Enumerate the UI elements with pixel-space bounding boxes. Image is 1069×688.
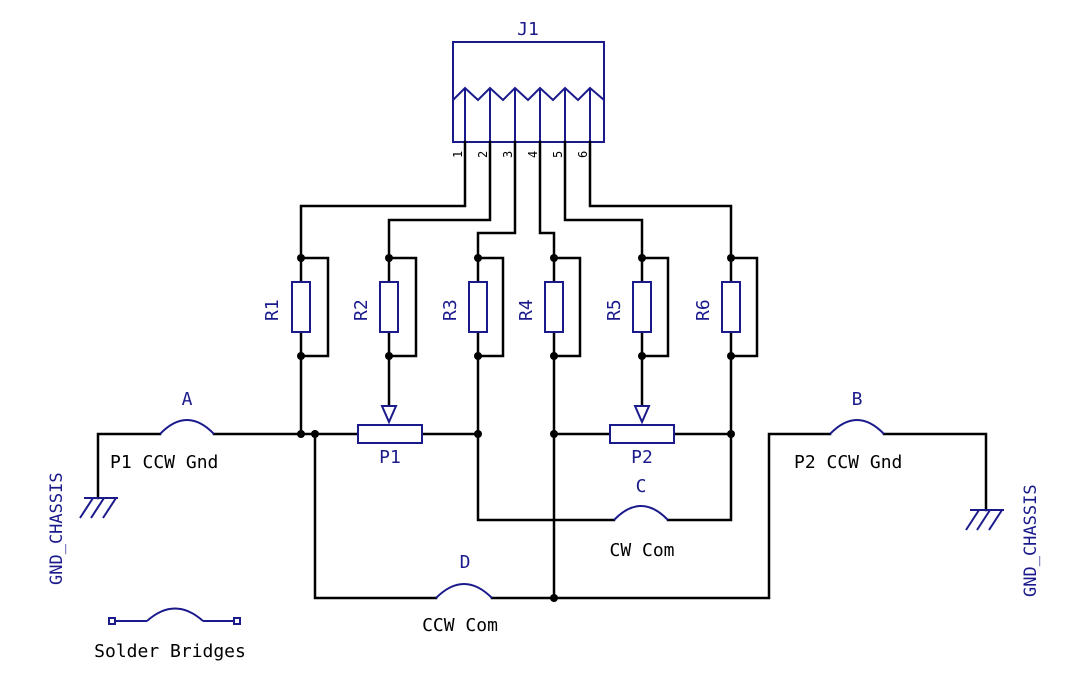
pin-number-3: 3: [501, 151, 515, 158]
connector-pin-lines: [464, 88, 591, 142]
bridge-net-label: CW Com: [609, 540, 674, 561]
chassis-ground-left: GND_CHASSIS: [47, 472, 118, 585]
connector-ref-label: J1: [517, 19, 539, 40]
connector-wires: [299, 140, 733, 260]
pin-number-4: 4: [526, 151, 540, 158]
resistor-ref-label: R3: [440, 299, 461, 321]
legend-pad-icon: [233, 617, 241, 625]
resistor-r1: R1: [262, 281, 311, 333]
potentiometer-p1: P1: [357, 405, 423, 468]
connector-pin-contacts: [452, 86, 605, 102]
bridge-ref-label: B: [852, 389, 863, 410]
potentiometer-p2: P2: [609, 405, 675, 468]
solder-bridge-a: A P1 CCW Gnd: [110, 389, 218, 473]
pot-ref-label: P2: [631, 447, 653, 468]
pin-number-1: 1: [451, 151, 465, 158]
resistor-ref-label: R1: [262, 299, 283, 321]
legend-pad-icon: [108, 617, 116, 625]
connector-pin-numbers: 1 2 3 4 5 6: [451, 151, 590, 158]
legend-solder-bridge: Solder Bridges: [94, 607, 246, 662]
ground-label: GND_CHASSIS: [47, 472, 67, 585]
chassis-ground-right: GND_CHASSIS: [965, 484, 1041, 597]
resistor-ref-label: R2: [351, 299, 372, 321]
solder-bridge-b: B P2 CCW Gnd: [794, 389, 902, 473]
resistor-r6: R6: [693, 281, 741, 333]
bridge-ref-label: A: [182, 389, 193, 410]
pin-number-2: 2: [476, 151, 490, 158]
wiper-arrow-icon: [633, 405, 651, 425]
lower-wires: [96, 354, 988, 600]
pot-ref-label: P1: [379, 447, 401, 468]
pin-number-5: 5: [551, 151, 565, 158]
bridge-ref-label: D: [460, 552, 471, 573]
bridge-ref-label: C: [636, 476, 647, 497]
bridge-net-label: P1 CCW Gnd: [110, 452, 218, 473]
resistor-r4: R4: [516, 281, 564, 333]
pin-number-6: 6: [576, 151, 590, 158]
resistor-r5: R5: [604, 281, 652, 333]
legend-label: Solder Bridges: [94, 641, 246, 662]
resistor-r2: R2: [351, 281, 399, 333]
resistor-r3: R3: [440, 281, 488, 333]
resistor-ref-label: R6: [693, 299, 714, 321]
resistor-ref-label: R5: [604, 299, 625, 321]
ground-label: GND_CHASSIS: [1021, 484, 1041, 597]
bridge-net-label: CCW Com: [422, 615, 498, 636]
wiper-arrow-icon: [380, 405, 398, 425]
connector-j1: J1 1 2 3 4 5 6: [451, 19, 605, 158]
solder-bridge-c: C CW Com: [609, 476, 674, 561]
solder-bridge-d: D CCW Com: [422, 552, 498, 636]
junction-dots: [297, 254, 735, 602]
bridge-net-label: P2 CCW Gnd: [794, 452, 902, 473]
resistor-ref-label: R4: [516, 299, 537, 321]
